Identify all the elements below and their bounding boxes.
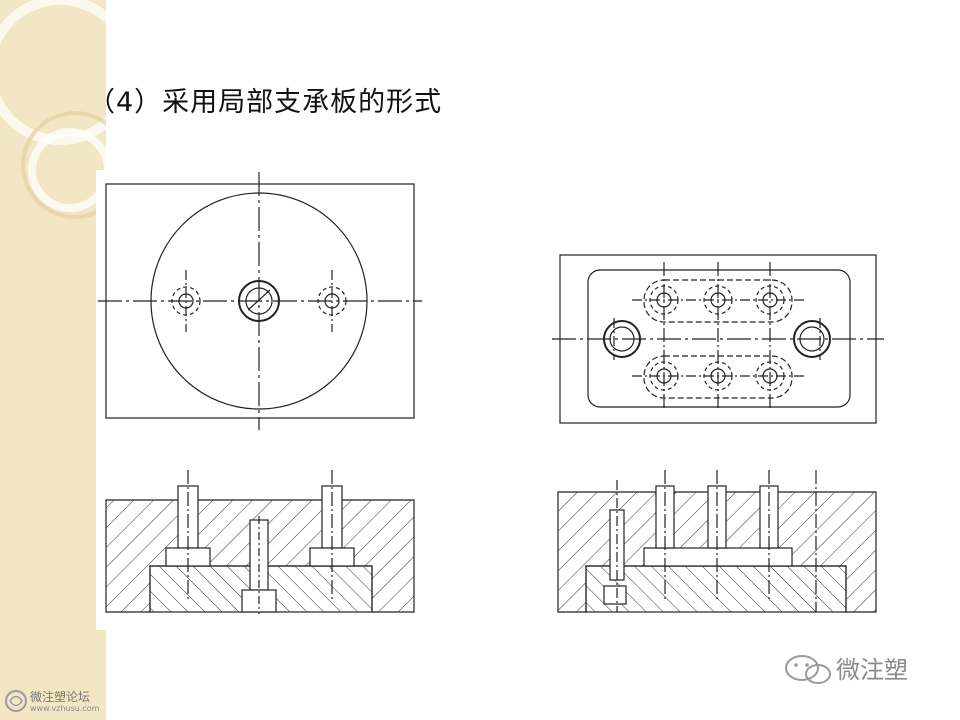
forum-watermark-text: 微注塑论坛 bbox=[30, 690, 91, 704]
wechat-watermark-text: 微注塑 bbox=[836, 656, 908, 684]
plan-view-rect-plate bbox=[552, 254, 884, 424]
forum-watermark-url: www.vzhusu.com bbox=[30, 704, 100, 713]
wechat-icon bbox=[785, 655, 831, 684]
forum-logo-icon bbox=[5, 690, 27, 712]
plan-view-round-plate bbox=[98, 172, 422, 430]
section-view-rect-plate bbox=[557, 470, 877, 613]
slide-title: （4）采用局部支承板的形式 bbox=[88, 87, 443, 118]
decorative-sidebar bbox=[0, 0, 106, 720]
section-view-round-plate bbox=[105, 470, 415, 614]
